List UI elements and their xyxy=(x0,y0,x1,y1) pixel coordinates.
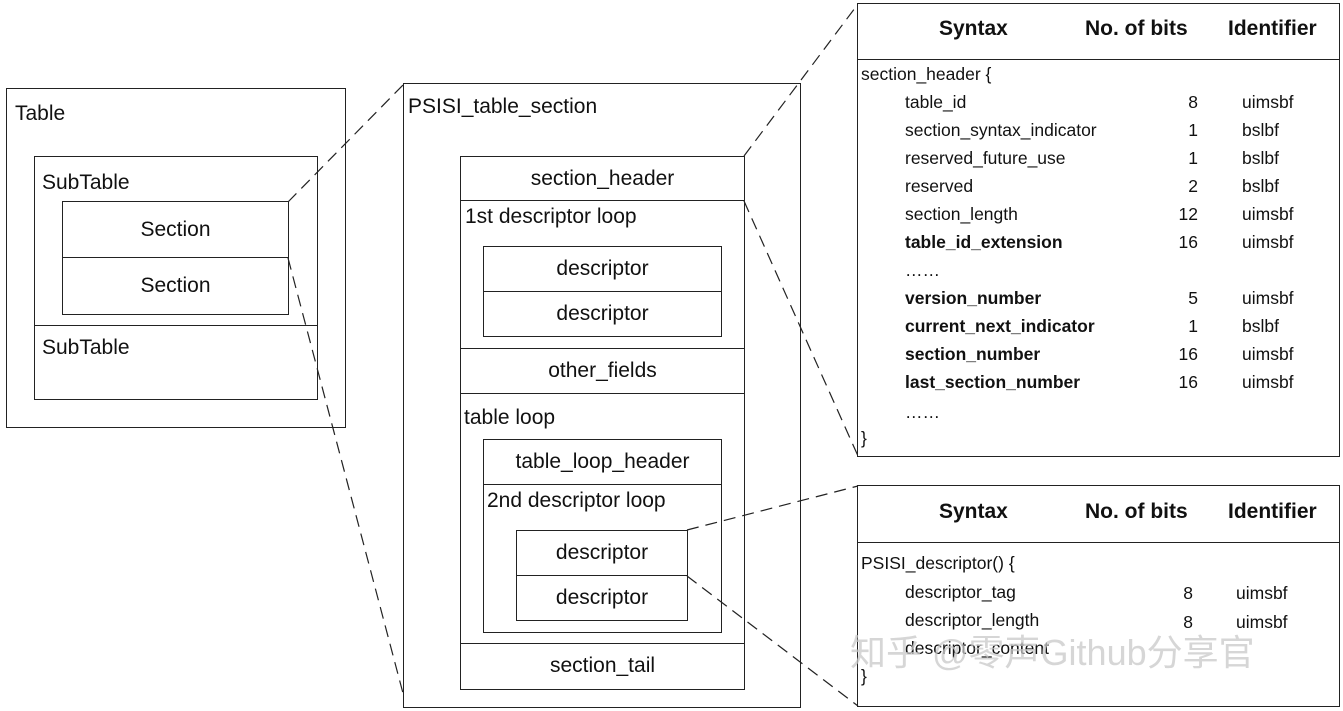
section-box-2: Section xyxy=(62,257,289,315)
field-bits: 5 xyxy=(1188,288,1198,308)
field-bits: 2 xyxy=(1188,176,1198,196)
subtable-box-2 xyxy=(34,325,318,400)
table-loop-header-cell: table_loop_header xyxy=(483,439,722,484)
second-descriptor-loop-label: 2nd descriptor loop xyxy=(487,489,666,512)
column-header-syntax: Syntax xyxy=(939,500,1008,523)
field-name: last_section_number xyxy=(905,372,1081,392)
column-header-bits: No. of bits xyxy=(1085,17,1188,40)
section-label-1: Section xyxy=(140,217,211,241)
field-bits: 1 xyxy=(1188,316,1198,336)
syntax-close: } xyxy=(861,666,867,686)
field-identifier: uimsbf xyxy=(1242,288,1294,308)
field-name: descriptor_tag xyxy=(905,582,1016,602)
field-bits: 8 xyxy=(1183,583,1193,603)
section-tail-cell: section_tail xyxy=(460,643,745,689)
field-name: reserved xyxy=(905,176,974,196)
descriptor-syntax-table xyxy=(857,485,1340,707)
field-name: descriptor_length xyxy=(905,610,1040,630)
field-bits: 8 xyxy=(1188,92,1198,112)
divider xyxy=(460,643,745,644)
field-identifier: uimsbf xyxy=(1236,612,1288,632)
table-header-divider xyxy=(857,59,1340,60)
column-header-bits: No. of bits xyxy=(1085,500,1188,523)
other-fields-cell: other_fields xyxy=(460,348,745,393)
field-name: current_next_indicator xyxy=(905,316,1095,336)
syntax-close: } xyxy=(861,428,867,448)
subtable-label-1: SubTable xyxy=(42,171,130,194)
field-bits: 8 xyxy=(1183,612,1193,632)
table-title: Table xyxy=(15,102,66,125)
field-bits: 16 xyxy=(1178,232,1198,252)
descriptor-label: descriptor xyxy=(555,586,649,609)
field-name: section_syntax_indicator xyxy=(905,120,1097,140)
field-name: version_number xyxy=(905,288,1042,308)
descriptor-label: descriptor xyxy=(556,302,649,325)
descriptor-box-2: descriptor xyxy=(483,291,722,337)
descriptor-box-4: descriptor xyxy=(516,575,688,621)
field-name: table_id xyxy=(905,92,967,112)
field-name: descriptor_content xyxy=(905,638,1049,658)
ellipsis: …… xyxy=(905,402,940,422)
field-bits: 12 xyxy=(1178,204,1198,224)
descriptor-label: descriptor xyxy=(556,257,649,280)
table-loop-header-label: table_loop_header xyxy=(515,449,690,473)
field-identifier: bslbf xyxy=(1242,316,1279,336)
column-header-identifier: Identifier xyxy=(1228,500,1317,523)
section-box-1: Section xyxy=(62,201,289,258)
divider xyxy=(460,393,745,394)
table-header-divider xyxy=(857,542,1340,543)
psisi-table-section-box xyxy=(403,83,801,708)
subtable-label-2: SubTable xyxy=(42,336,130,359)
field-name: section_number xyxy=(905,344,1041,364)
watermark-text: 知乎 @零声Github分享官 xyxy=(850,632,1255,673)
column-header-identifier: Identifier xyxy=(1228,17,1317,40)
descriptor-box-1: descriptor xyxy=(483,246,722,292)
divider xyxy=(483,484,722,485)
field-bits: 1 xyxy=(1188,120,1198,140)
table-loop-label: table loop xyxy=(464,406,556,429)
field-identifier: uimsbf xyxy=(1242,204,1294,224)
first-descriptor-loop-label: 1st descriptor loop xyxy=(465,205,637,228)
section-header-label: section_header xyxy=(530,166,675,190)
syntax-open: PSISI_descriptor() { xyxy=(861,553,1015,573)
field-bits: 16 xyxy=(1178,372,1198,392)
field-name: section_length xyxy=(905,204,1018,224)
field-bits: 1 xyxy=(1188,148,1198,168)
other-fields-label: other_fields xyxy=(548,358,657,382)
syntax-open: section_header { xyxy=(861,64,992,84)
table-box xyxy=(6,88,346,428)
field-name: table_id_extension xyxy=(905,232,1063,252)
section-header-cell: section_header xyxy=(460,156,745,201)
column-header-syntax: Syntax xyxy=(939,17,1008,40)
section-label-2: Section xyxy=(140,274,211,297)
field-bits: 16 xyxy=(1178,344,1198,364)
descriptor-label: descriptor xyxy=(555,541,649,564)
field-identifier: bslbf xyxy=(1242,120,1279,140)
divider xyxy=(460,200,745,201)
field-identifier: bslbf xyxy=(1242,148,1279,168)
field-identifier: uimsbf xyxy=(1242,92,1294,112)
section-structure-box xyxy=(460,156,745,690)
descriptor-box-3: descriptor xyxy=(516,530,688,576)
divider xyxy=(460,348,745,349)
psisi-table-section-title: PSISI_table_section xyxy=(408,95,598,118)
section-tail-label: section_tail xyxy=(549,654,656,677)
section-header-syntax-table xyxy=(857,3,1340,457)
field-identifier: uimsbf xyxy=(1242,344,1294,364)
field-identifier: uimsbf xyxy=(1236,583,1288,603)
ellipsis: …… xyxy=(905,260,940,280)
field-name: reserved_future_use xyxy=(905,148,1066,168)
table-loop-box xyxy=(483,439,722,633)
field-identifier: bslbf xyxy=(1242,176,1279,196)
field-identifier: uimsbf xyxy=(1242,232,1294,252)
field-identifier: uimsbf xyxy=(1242,372,1294,392)
